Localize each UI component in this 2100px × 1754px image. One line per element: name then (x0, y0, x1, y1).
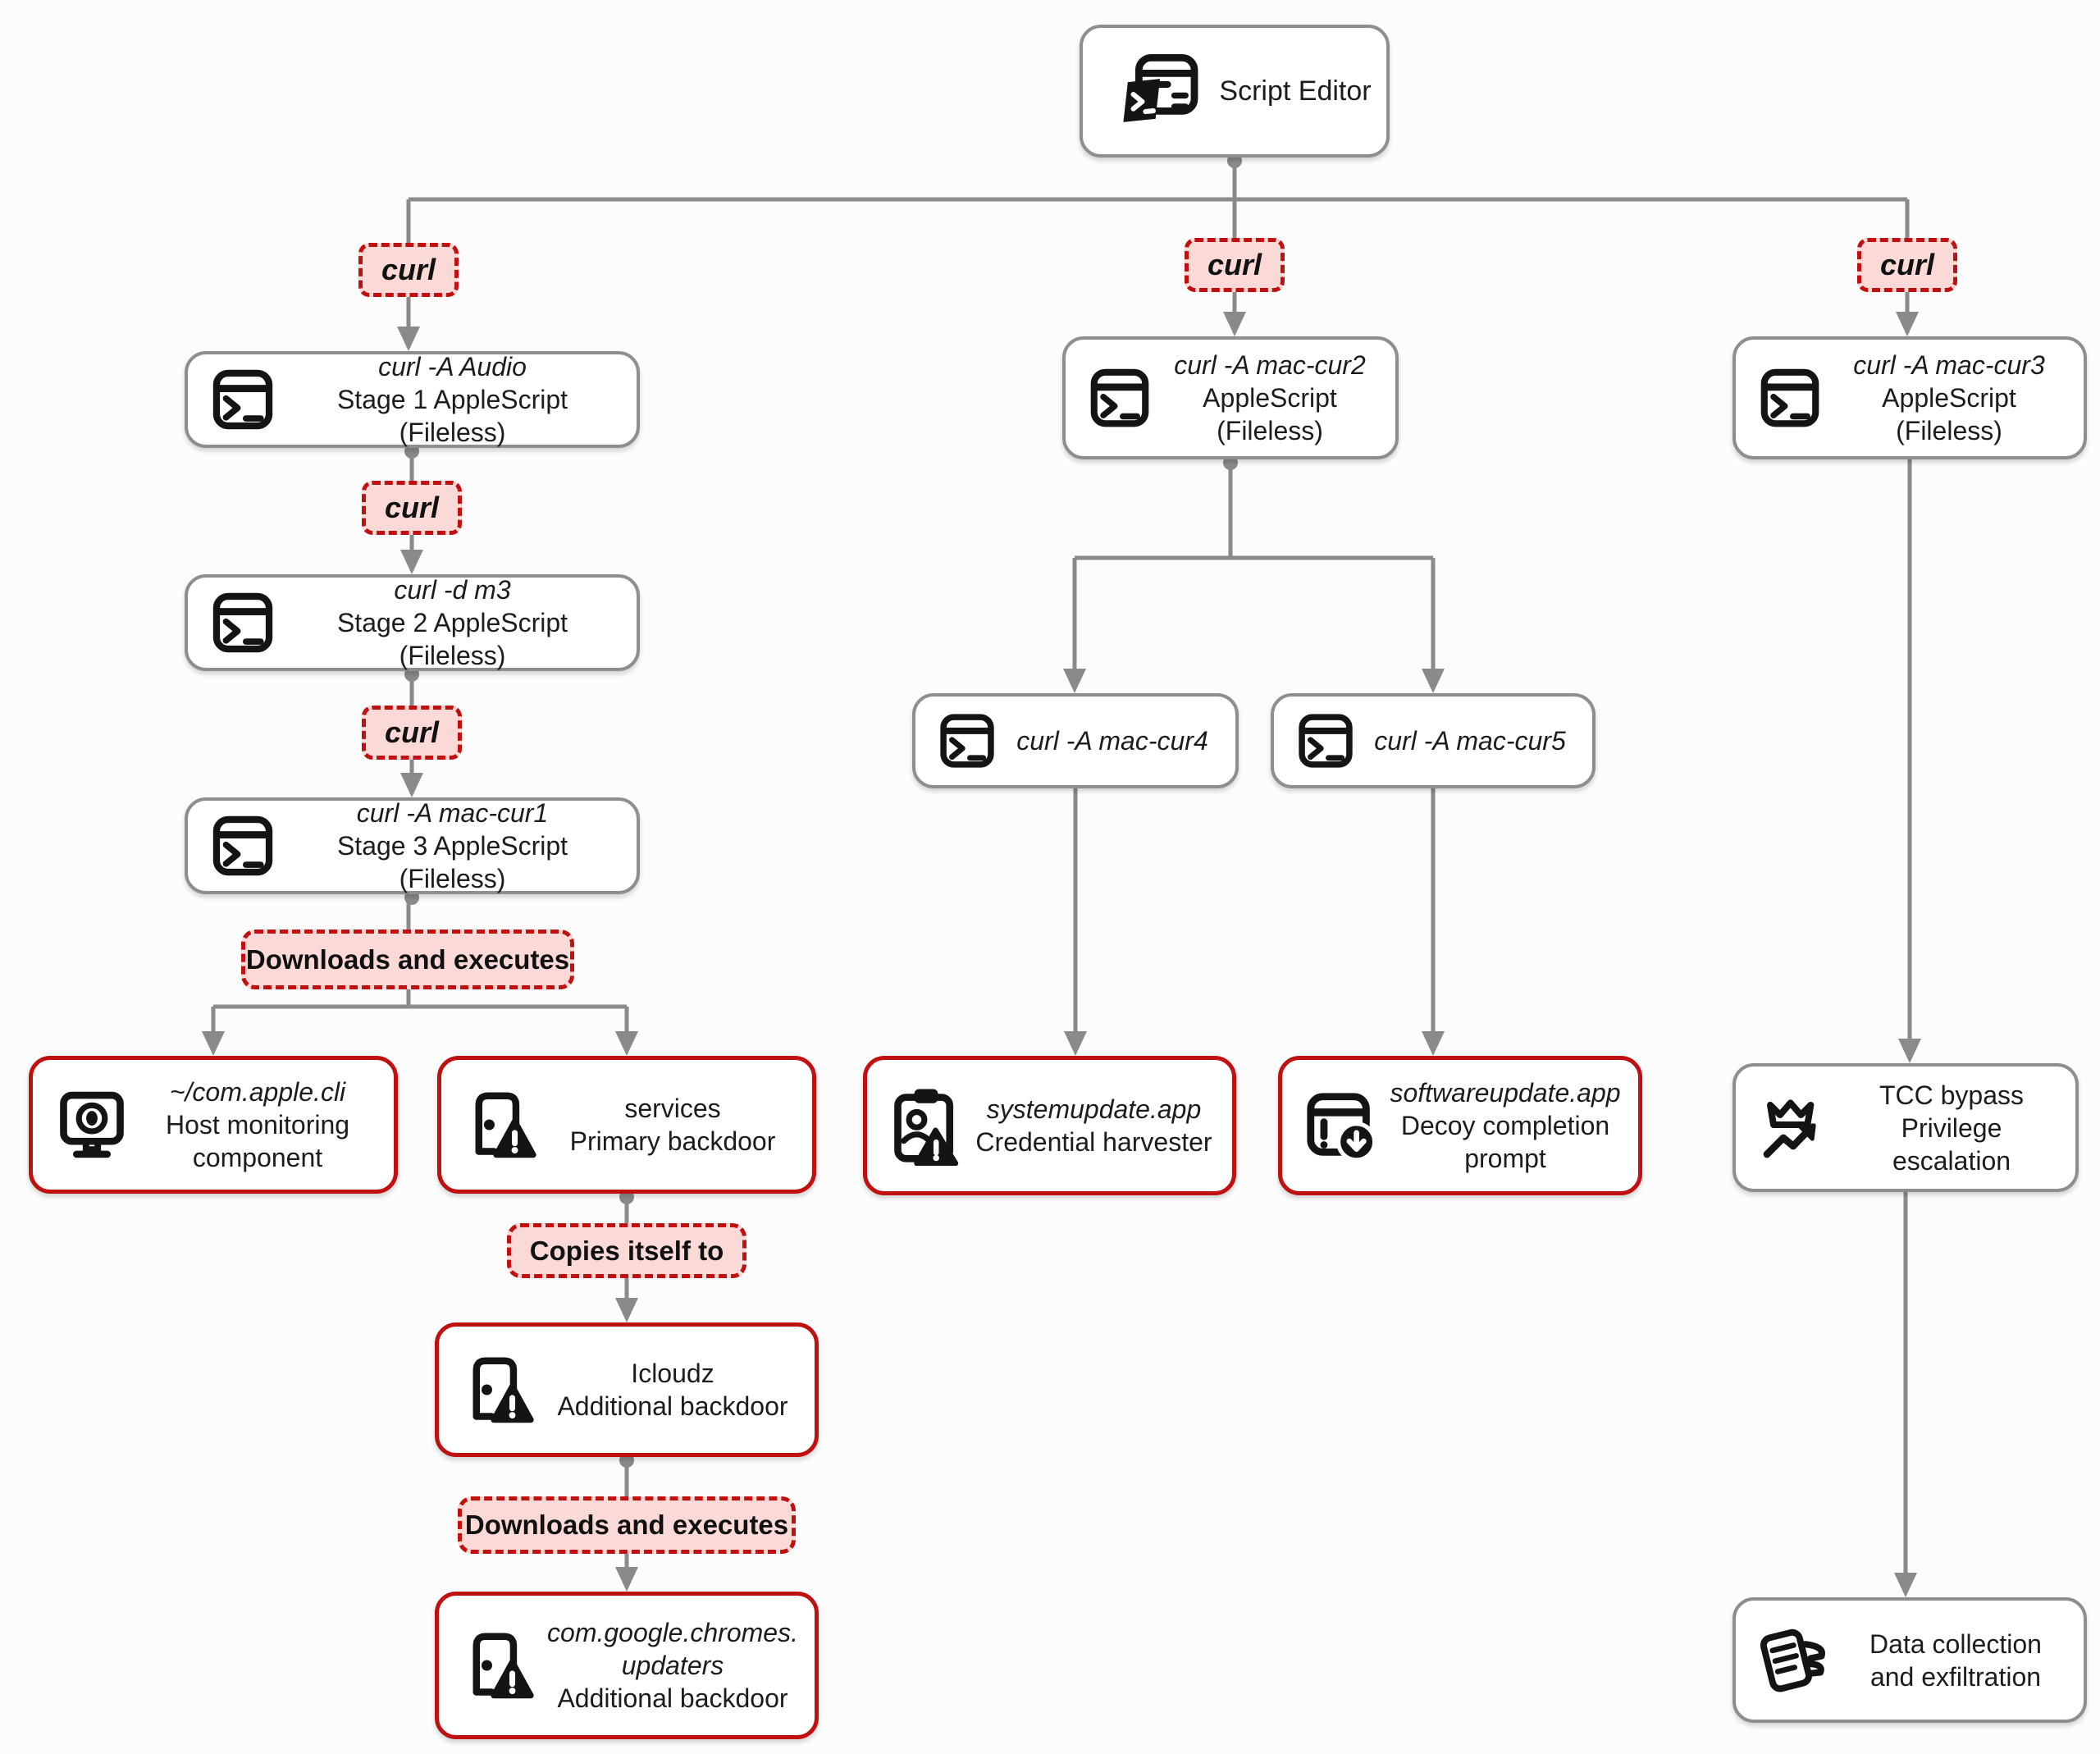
node-name: updaters (621, 1651, 724, 1680)
node-command: curl -A mac-cur3 (1853, 350, 2045, 380)
node-description: Primary backdoor (569, 1126, 776, 1156)
node-description: AppleScript (Fileless) (1203, 383, 1337, 445)
node-systemupdate-credential-harvester: systemupdate.app Credential harvester (863, 1056, 1236, 1195)
node-mac-cur3-applescript: curl -A mac-cur3 AppleScript (Fileless) (1732, 336, 2087, 459)
node-stage1-applescript: curl -A Audio Stage 1 AppleScript (Filel… (185, 351, 640, 448)
node-stage2-applescript: curl -d m3 Stage 2 AppleScript (Fileless… (185, 574, 640, 671)
node-command: curl -A Audio (378, 352, 527, 381)
node-data-exfiltration: Data collection and exfiltration (1732, 1597, 2087, 1723)
node-host-monitoring: ~/com.apple.cli Host monitoring componen… (29, 1056, 398, 1194)
edge-label-curl: curl (362, 481, 462, 535)
node-description: Privilege escalation (1892, 1112, 2011, 1176)
edge-label-curl: curl (1857, 238, 1957, 292)
terminal-icon (1087, 365, 1153, 431)
node-tcc-bypass: TCC bypass Privilege escalation (1732, 1063, 2079, 1192)
node-name: systemupdate.app (986, 1094, 1202, 1124)
terminal-icon (209, 812, 276, 879)
node-path: ~/com.apple.cli (169, 1077, 346, 1107)
node-description: AppleScript (Fileless) (1882, 383, 2016, 445)
crown-escalation-icon (1757, 1093, 1836, 1163)
node-mac-cur4: curl -A mac-cur4 (912, 693, 1239, 788)
monitor-camera-icon (54, 1087, 130, 1162)
edge-label-copies-itself: Copies itself to (507, 1223, 746, 1278)
backdoor-warning-icon (460, 1626, 539, 1705)
edge-label-downloads-executes: Downloads and executes (241, 930, 574, 989)
backdoor-warning-icon (463, 1085, 541, 1164)
document-exfil-icon (1757, 1624, 1836, 1697)
edge-label-downloads-executes: Downloads and executes (458, 1496, 796, 1554)
node-description: Stage 1 AppleScript (Fileless) (336, 385, 568, 447)
node-description: Host monitoring (165, 1110, 350, 1140)
node-description: Decoy completion (1400, 1111, 1610, 1140)
terminal-icon (209, 366, 276, 433)
node-mac-cur5: curl -A mac-cur5 (1271, 693, 1596, 788)
node-icloudz-backdoor: Icloudz Additional backdoor (435, 1322, 819, 1457)
node-description: prompt (1464, 1144, 1546, 1173)
terminal-icon (1757, 365, 1823, 431)
node-script-editor: Script Editor (1080, 25, 1390, 158)
decoy-update-icon (1303, 1087, 1381, 1164)
node-description: Additional backdoor (557, 1683, 788, 1713)
credential-clipboard-icon (888, 1085, 964, 1166)
node-title: TCC bypass (1879, 1080, 2025, 1110)
node-description: and exfiltration (1869, 1661, 2042, 1692)
node-name: softwareupdate.app (1390, 1078, 1621, 1108)
node-description: component (192, 1143, 323, 1172)
node-name: Icloudz (631, 1359, 714, 1388)
backdoor-warning-icon (460, 1350, 539, 1429)
node-label: Script Editor (1219, 75, 1372, 107)
node-description: Credential harvester (975, 1127, 1212, 1157)
node-description: Additional backdoor (557, 1391, 788, 1421)
node-title: Data collection (1869, 1628, 2042, 1659)
node-services-backdoor: services Primary backdoor (437, 1056, 816, 1194)
node-command: curl -A mac-cur5 (1374, 726, 1566, 756)
node-description: Stage 3 AppleScript (Fileless) (336, 831, 568, 893)
script-editor-icon (1114, 53, 1199, 129)
node-command: curl -A mac-cur1 (356, 798, 549, 828)
node-chromes-updaters-backdoor: com.google.chromes. updaters Additional … (435, 1592, 819, 1739)
node-command: curl -A mac-cur2 (1174, 350, 1366, 380)
node-softwareupdate-decoy: softwareupdate.app Decoy completion prom… (1278, 1056, 1642, 1195)
terminal-icon (209, 589, 276, 656)
node-stage3-applescript: curl -A mac-cur1 Stage 3 AppleScript (Fi… (185, 797, 640, 894)
edge-label-curl: curl (1185, 238, 1285, 292)
node-command: curl -d m3 (394, 575, 511, 605)
node-name: com.google.chromes. (547, 1618, 798, 1647)
terminal-icon (1295, 710, 1356, 771)
edge-label-curl: curl (362, 706, 462, 760)
node-command: curl -A mac-cur4 (1016, 726, 1208, 756)
node-description: Stage 2 AppleScript (Fileless) (336, 608, 568, 670)
node-mac-cur2-applescript: curl -A mac-cur2 AppleScript (Fileless) (1062, 336, 1399, 459)
edge-label-curl: curl (358, 243, 459, 297)
node-name: services (624, 1094, 721, 1123)
terminal-icon (937, 710, 998, 771)
